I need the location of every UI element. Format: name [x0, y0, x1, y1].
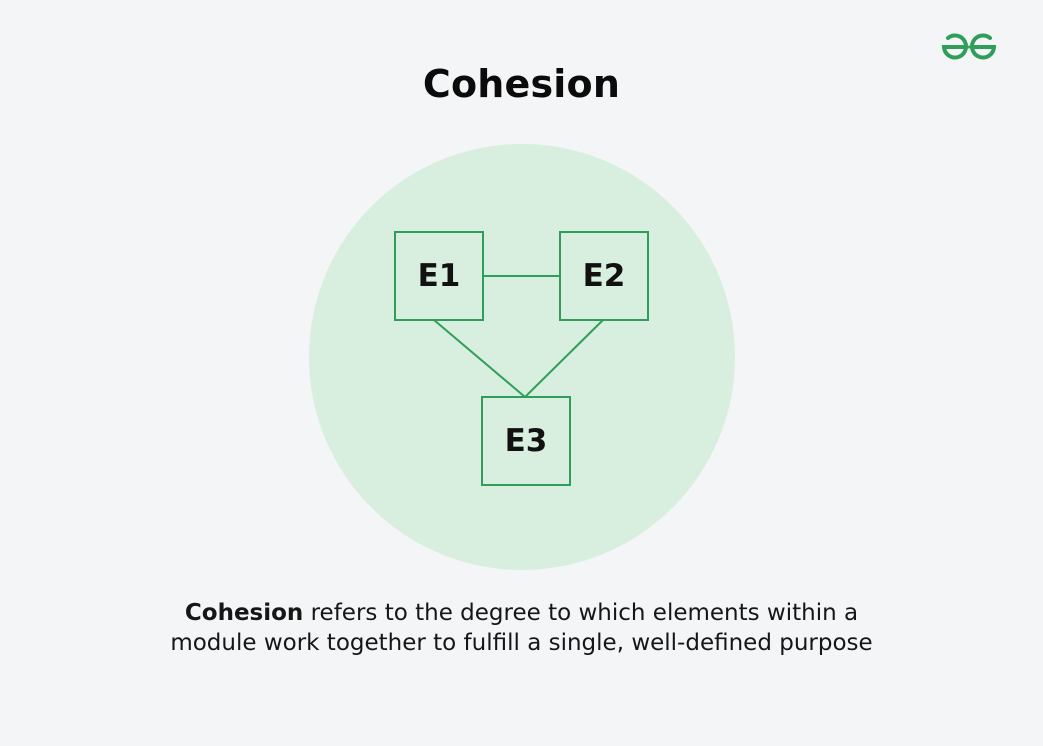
caption: Cohesion refers to the degree to which e…: [0, 598, 1043, 658]
page-title: Cohesion: [422, 62, 621, 106]
node-e1: E1: [394, 231, 484, 321]
caption-term: Cohesion: [184, 600, 304, 626]
module-circle: [309, 144, 735, 570]
node-e3: E3: [481, 396, 571, 486]
edge-e1-e3: [433, 319, 526, 398]
node-e2: E2: [559, 231, 649, 321]
node-e2-label: E2: [583, 258, 626, 294]
edge-e2-e3: [524, 319, 604, 398]
node-e1-label: E1: [418, 258, 461, 294]
node-e3-label: E3: [505, 423, 548, 459]
caption-line-2: module work together to fulfill a single…: [170, 630, 873, 656]
caption-line-1: Cohesion refers to the degree to which e…: [0, 598, 1043, 628]
caption-line-1-rest: refers to the degree to which elements w…: [303, 600, 859, 626]
gfg-logo-icon: [941, 33, 997, 60]
